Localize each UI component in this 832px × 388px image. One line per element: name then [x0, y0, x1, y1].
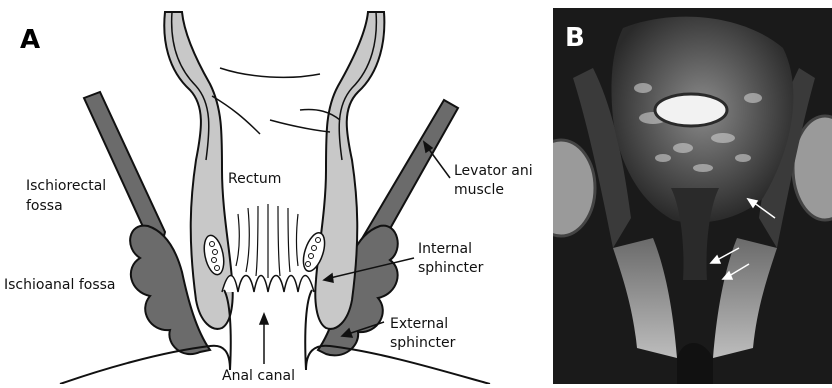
label-external-sphincter-line1: External [390, 316, 448, 332]
anatomy-diagram-svg: A [0, 0, 548, 384]
rectal-fold-top [220, 68, 320, 77]
mri-image-svg: B [553, 8, 832, 384]
label-ischioanal-fossa: Ischioanal fossa [4, 277, 115, 293]
diagram-panel-a: A [0, 0, 548, 384]
rectal-fold-right-2 [270, 120, 330, 132]
panel-letter-b: B [565, 23, 585, 53]
label-internal-sphincter-line2: sphincter [418, 260, 484, 276]
mri-panel-b: B [553, 8, 832, 384]
label-ischiorectal-line2: fossa [26, 198, 63, 214]
label-anal-canal: Anal canal [222, 368, 295, 384]
label-levator-ani-line1: Levator ani [454, 163, 533, 179]
label-external-sphincter-line2: sphincter [390, 335, 456, 351]
label-ischiorectal-line1: Ischiorectal [26, 178, 106, 194]
panel-letter-a: A [20, 25, 40, 55]
mri-fluid-ellipse [655, 94, 727, 126]
label-rectum: Rectum [228, 171, 281, 187]
anal-columns [236, 204, 298, 278]
label-internal-sphincter-line1: Internal [418, 241, 472, 257]
label-levator-ani-line2: muscle [454, 182, 504, 198]
